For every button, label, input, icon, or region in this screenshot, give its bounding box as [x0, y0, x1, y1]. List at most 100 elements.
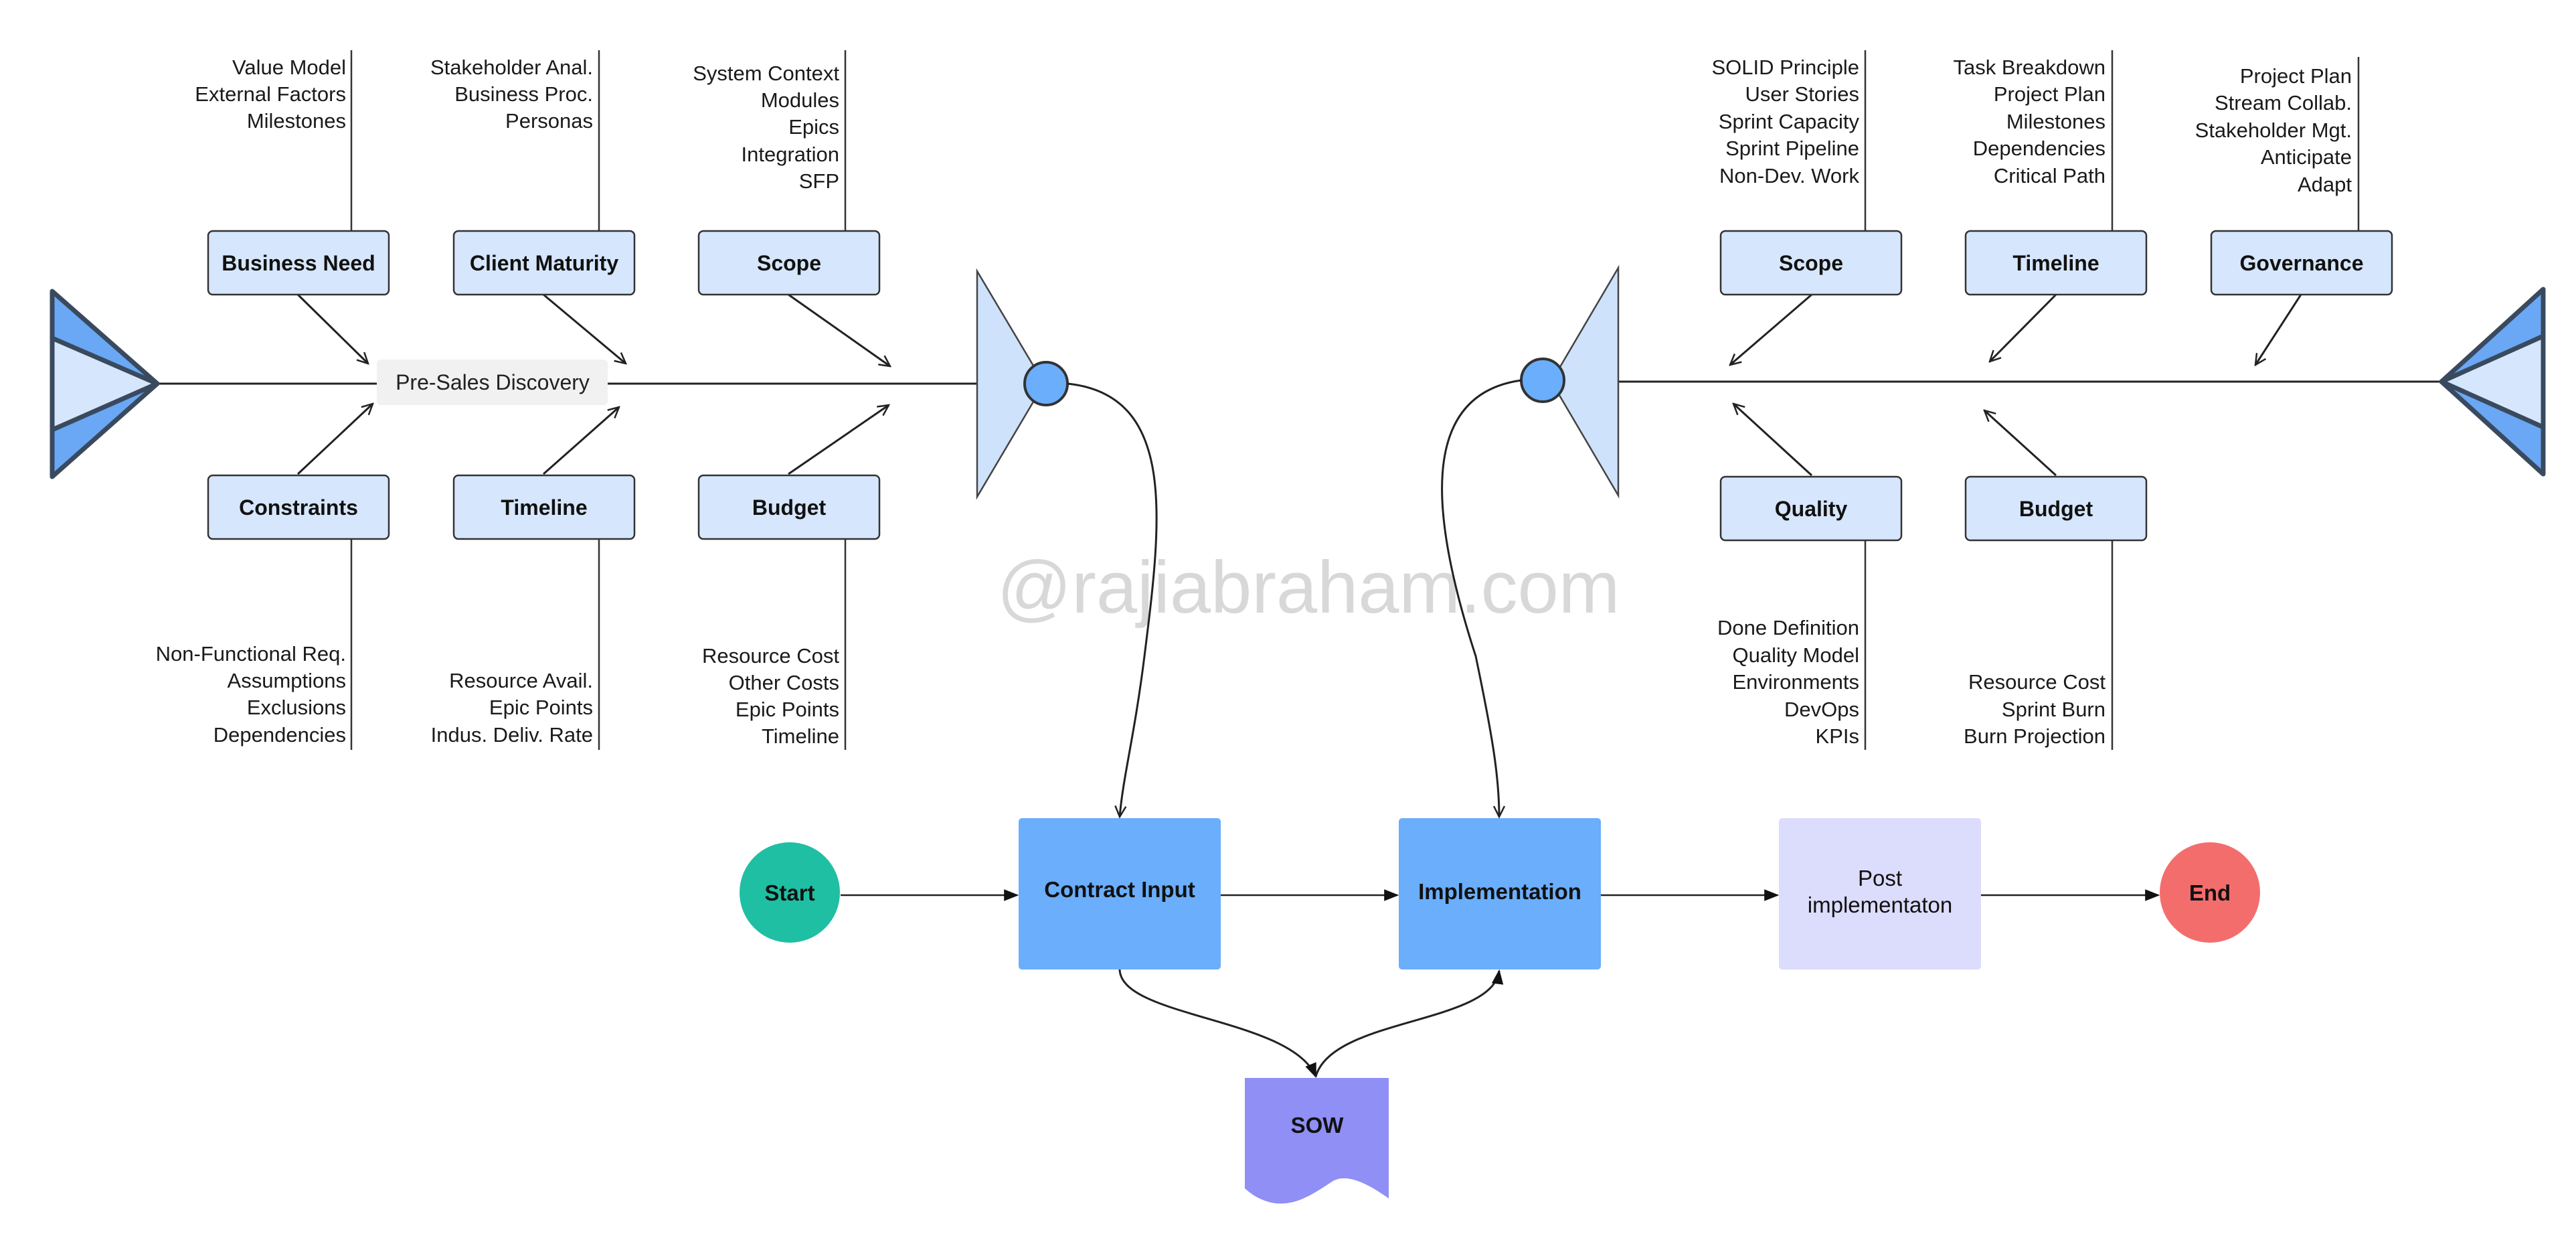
- item-text: Value Model: [232, 56, 346, 79]
- item-text: Integration: [742, 143, 840, 166]
- connector-contract-to-sow: [1118, 969, 1317, 1079]
- item-text: Adapt: [2298, 173, 2352, 196]
- item-text: Non-Dev. Work: [1719, 164, 1860, 187]
- category-client-maturity: Client Maturity: [452, 230, 636, 296]
- item-text: User Stories: [1745, 82, 1859, 106]
- item-text: Business Proc.: [454, 82, 593, 106]
- category-scope: Scope: [697, 230, 881, 296]
- item-text: Indus. Deliv. Rate: [431, 723, 593, 747]
- sow-document: SOW: [1245, 1078, 1389, 1204]
- cause-arrow: [543, 407, 619, 475]
- post-implementation-label-line2: implementaton: [1808, 892, 1952, 917]
- item-text: Sprint Pipeline: [1725, 137, 1859, 160]
- connector-right-fishbone-to-implementation: [1441, 379, 1522, 817]
- item-text: SFP: [799, 169, 839, 193]
- implementation-label: Implementation: [1418, 879, 1581, 904]
- item-text: Milestones: [247, 109, 346, 133]
- item-text: Milestones: [2006, 110, 2106, 133]
- implementation-node: Implementation: [1399, 818, 1601, 969]
- left-spine-label-bg: [377, 360, 608, 405]
- item-text: Anticipate: [2261, 145, 2352, 169]
- category-label: Timeline: [2012, 251, 2099, 275]
- item-text: Critical Path: [1994, 164, 2106, 187]
- category-label: Quality: [1775, 497, 1848, 521]
- start-node: Start: [740, 842, 840, 943]
- item-text: Dependencies: [1973, 137, 2106, 160]
- category-label: Budget: [2019, 497, 2093, 521]
- item-text: Dependencies: [213, 723, 346, 747]
- item-text: Timeline: [762, 724, 839, 748]
- category-label: Client Maturity: [470, 251, 618, 275]
- item-text: DevOps: [1784, 698, 1859, 721]
- item-text: Sprint Capacity: [1719, 110, 1860, 133]
- item-text: Epic Points: [489, 696, 593, 719]
- cause-arrow: [788, 405, 889, 475]
- cause-arrow: [1990, 293, 2057, 362]
- category-business-need: Business Need: [207, 230, 390, 296]
- connector-sow-to-implementation: [1314, 969, 1504, 1077]
- item-text: Burn Projection: [1964, 724, 2106, 748]
- item-text: Stakeholder Anal.: [430, 56, 593, 79]
- right-head-connector: [1520, 358, 1565, 403]
- start-label: Start: [764, 880, 814, 905]
- item-text: Personas: [505, 109, 593, 133]
- cause-arrow: [1984, 410, 2057, 477]
- category-constraints: Constraints: [207, 474, 390, 540]
- category-budget-right: Budget: [1964, 475, 2148, 542]
- left-head-shape: [976, 268, 1045, 500]
- category-label: Business Need: [222, 251, 375, 275]
- category-label: Budget: [752, 495, 827, 520]
- item-text: Quality Model: [1732, 643, 1859, 667]
- cause-arrow: [2255, 294, 2302, 365]
- contract-input-label: Contract Input: [1044, 877, 1195, 902]
- right-fishbone: Scope Timeline Governance Quality Budget…: [1520, 50, 2546, 750]
- connector-left-fishbone-to-contract: [1067, 382, 1158, 817]
- item-text: Epics: [788, 115, 839, 139]
- item-text: External Factors: [195, 82, 346, 106]
- item-text: Other Costs: [729, 671, 839, 694]
- sow-label: SOW: [1291, 1113, 1345, 1138]
- category-budget: Budget: [697, 474, 881, 540]
- post-implementation-node: Post implementaton: [1779, 818, 1981, 969]
- category-quality: Quality: [1719, 475, 1903, 542]
- left-spine-label: Pre-Sales Discovery: [396, 370, 590, 394]
- category-label: Constraints: [239, 495, 358, 520]
- post-implementation-label-line1: Post: [1858, 866, 1902, 890]
- cause-arrow: [788, 293, 890, 366]
- item-text: Stream Collab.: [2215, 91, 2352, 114]
- item-text: Project Plan: [2240, 64, 2352, 88]
- item-text: System Context: [693, 62, 839, 85]
- item-text: Environments: [1732, 670, 1859, 694]
- category-label: Scope: [1779, 251, 1843, 275]
- item-text: Exclusions: [247, 696, 346, 719]
- category-scope-right: Scope: [1719, 230, 1903, 296]
- category-governance: Governance: [2210, 230, 2393, 296]
- item-text: Non-Functional Req.: [156, 642, 346, 666]
- item-text: KPIs: [1816, 724, 1859, 748]
- category-timeline: Timeline: [452, 474, 636, 540]
- category-label: Timeline: [501, 495, 587, 520]
- end-node: End: [2160, 842, 2260, 943]
- left-fishbone: Pre-Sales Discovery Business Need Client…: [50, 50, 1069, 750]
- cause-arrow: [543, 293, 626, 364]
- watermark-text: @rajiabraham.com: [997, 546, 1620, 629]
- item-text: Project Plan: [1994, 82, 2106, 106]
- category-label: Scope: [757, 251, 821, 275]
- item-text: Stakeholder Mgt.: [2195, 119, 2352, 142]
- item-text: Modules: [761, 88, 839, 112]
- item-text: Resource Cost: [1968, 670, 2106, 694]
- end-label: End: [2189, 880, 2231, 905]
- item-text: SOLID Principle: [1711, 56, 1859, 79]
- right-tail-shape: [2439, 287, 2546, 477]
- cause-arrow: [296, 404, 373, 475]
- cause-arrow: [296, 293, 368, 364]
- item-text: Assumptions: [228, 669, 346, 692]
- cause-arrow: [1733, 404, 1813, 477]
- contract-input-node: Contract Input: [1019, 818, 1221, 969]
- cause-arrow: [1730, 293, 1812, 365]
- item-text: Task Breakdown: [1954, 56, 2106, 79]
- item-text: Resource Cost: [702, 644, 839, 668]
- item-text: Sprint Burn: [2002, 698, 2106, 721]
